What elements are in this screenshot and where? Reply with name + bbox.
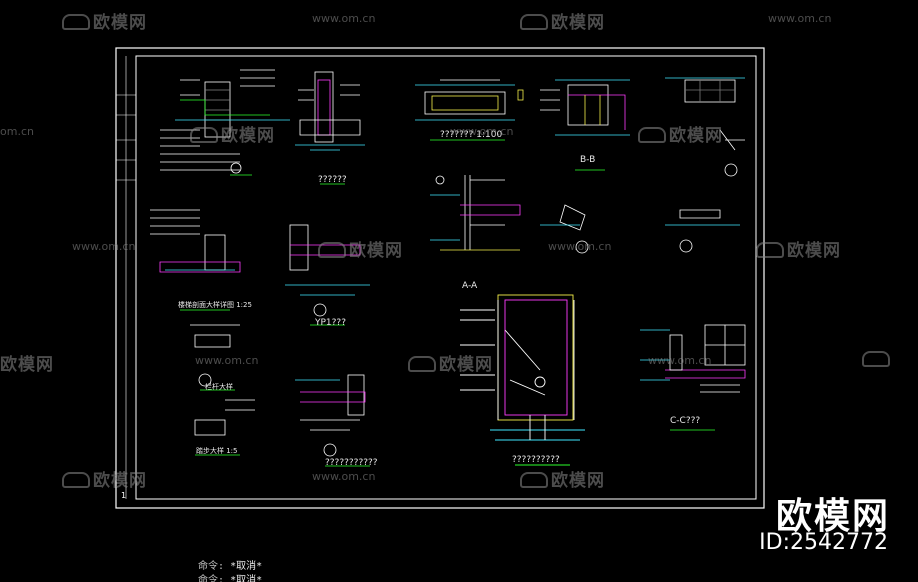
sheet-number: 1 [121,491,127,500]
watermark-brand-4: 欧模网 [638,121,723,146]
watermark-url-4: www.om.cn [450,125,514,138]
watermark-url-3: om.cn [0,125,34,138]
label-section-a: A-A [462,281,478,291]
command-prompt: 命令: [198,575,225,582]
detail-column [295,71,365,185]
detail-bottom-left [190,324,255,456]
label-detail-yp: YP1??? [315,318,346,328]
plan-view [415,79,524,141]
section-b-b [540,79,630,171]
sheet-outer-border [115,47,765,509]
sofa-logo-icon [62,472,90,488]
watermark-url-2: www.om.cn [768,12,832,25]
watermark-url-7: www.om.cn [195,354,259,367]
watermark-large-brand: 欧模网 [775,496,890,537]
label-section-b: B-B [580,155,596,165]
command-option: *取消* [230,561,263,572]
watermark-brand-7: 欧模网 [0,355,54,375]
command-option: *取消* [230,575,263,582]
label-note-1: 楼梯剖面大样详图 1:25 [178,301,252,309]
watermark-url-6: www.om.cn [548,240,612,253]
sofa-logo-icon [862,351,890,367]
detail-top-right [665,77,745,177]
sofa-logo-icon [756,242,784,258]
sofa-logo-icon [190,127,218,143]
small-details-center [540,204,740,254]
label-note-2: 栏杆大样 [205,383,233,391]
watermark-brand-6: 欧模网 [756,236,841,261]
railing-detail [430,175,521,251]
label-detail-title-2: ??????????? [325,458,378,468]
watermark-brand-3: 欧模网 [190,121,275,146]
sofa-logo-icon [638,127,666,143]
section-c-c [640,324,746,431]
watermark-brand-10: 欧模网 [62,466,147,491]
section-a-a [460,294,585,466]
sofa-logo-icon [408,356,436,372]
watermark-brand-2: 欧模网 [520,8,605,33]
watermark-url-8: www.om.cn [648,354,712,367]
watermark-url-1: www.om.cn [312,12,376,25]
watermark-brand-11: 欧模网 [520,466,605,491]
sofa-logo-icon [520,472,548,488]
sofa-logo-icon [520,14,548,30]
detail-1-wall-section [160,69,290,176]
watermark-url-9: www.om.cn [312,470,376,483]
sheet-inner-border [135,55,757,500]
label-section-c: C-C??? [670,416,701,426]
command-line-2[interactable]: 命令: *取消* [198,571,262,582]
watermark-brand-5: 欧模网 [318,236,403,261]
detail-bottom-middle [295,374,370,467]
command-prompt: 命令: [198,561,225,572]
watermark-id: ID:2542772 [759,530,888,555]
watermark-brand-1: 欧模网 [62,8,147,33]
watermark-url-5: www.om.cn [72,240,136,253]
label-plan-title: ??????? 1:100 [440,130,503,140]
stair-detail-left [150,209,241,311]
sofa-logo-icon [318,242,346,258]
sofa-logo-icon [62,14,90,30]
label-detail-title-1: ?????? [318,175,347,185]
label-detail-title-3: ?????????? [512,455,560,465]
command-line-1[interactable]: 命令: *取消* [198,557,262,572]
label-note-3: 踏步大样 1:5 [196,447,238,455]
watermark-brand-8: 欧模网 [408,350,493,375]
watermark-brand-9 [862,350,893,370]
